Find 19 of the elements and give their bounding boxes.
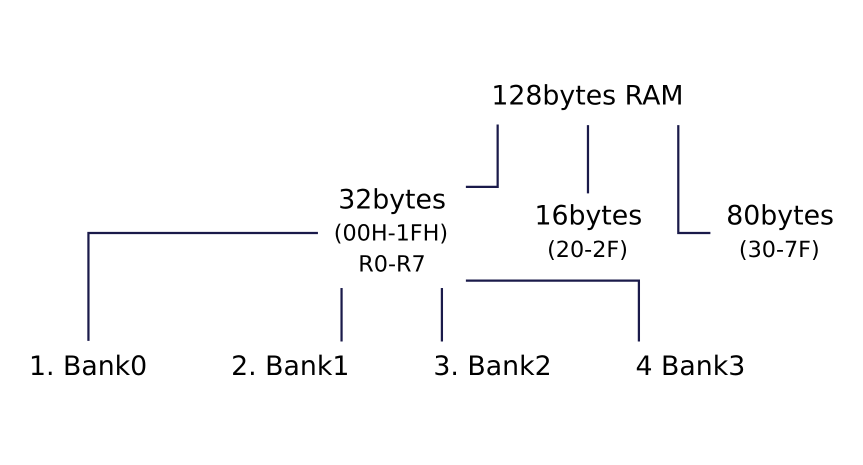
node-text: 32bytes	[338, 184, 446, 215]
node-label: (20-2F)	[547, 236, 628, 262]
node-label: R0-R7	[358, 251, 426, 278]
node-label: (30-7F)	[738, 236, 820, 262]
node-text: 128bytes RAM	[491, 80, 684, 111]
connector	[466, 124, 499, 188]
node-text: 3. Bank2	[433, 350, 552, 382]
connector	[586, 124, 590, 193]
connector	[340, 288, 343, 341]
connector	[87, 231, 318, 340]
connector	[440, 288, 444, 341]
connector	[677, 124, 710, 234]
node-text: 4 Bank3	[636, 350, 746, 382]
node-label: (00H-1FH)	[334, 220, 448, 246]
node-text: 2. Bank1	[231, 350, 350, 382]
node-text: 80bytes	[726, 200, 834, 232]
node-text: 1. Bank0	[28, 350, 148, 382]
connector	[466, 278, 640, 341]
node-text: 16bytes	[534, 200, 642, 232]
